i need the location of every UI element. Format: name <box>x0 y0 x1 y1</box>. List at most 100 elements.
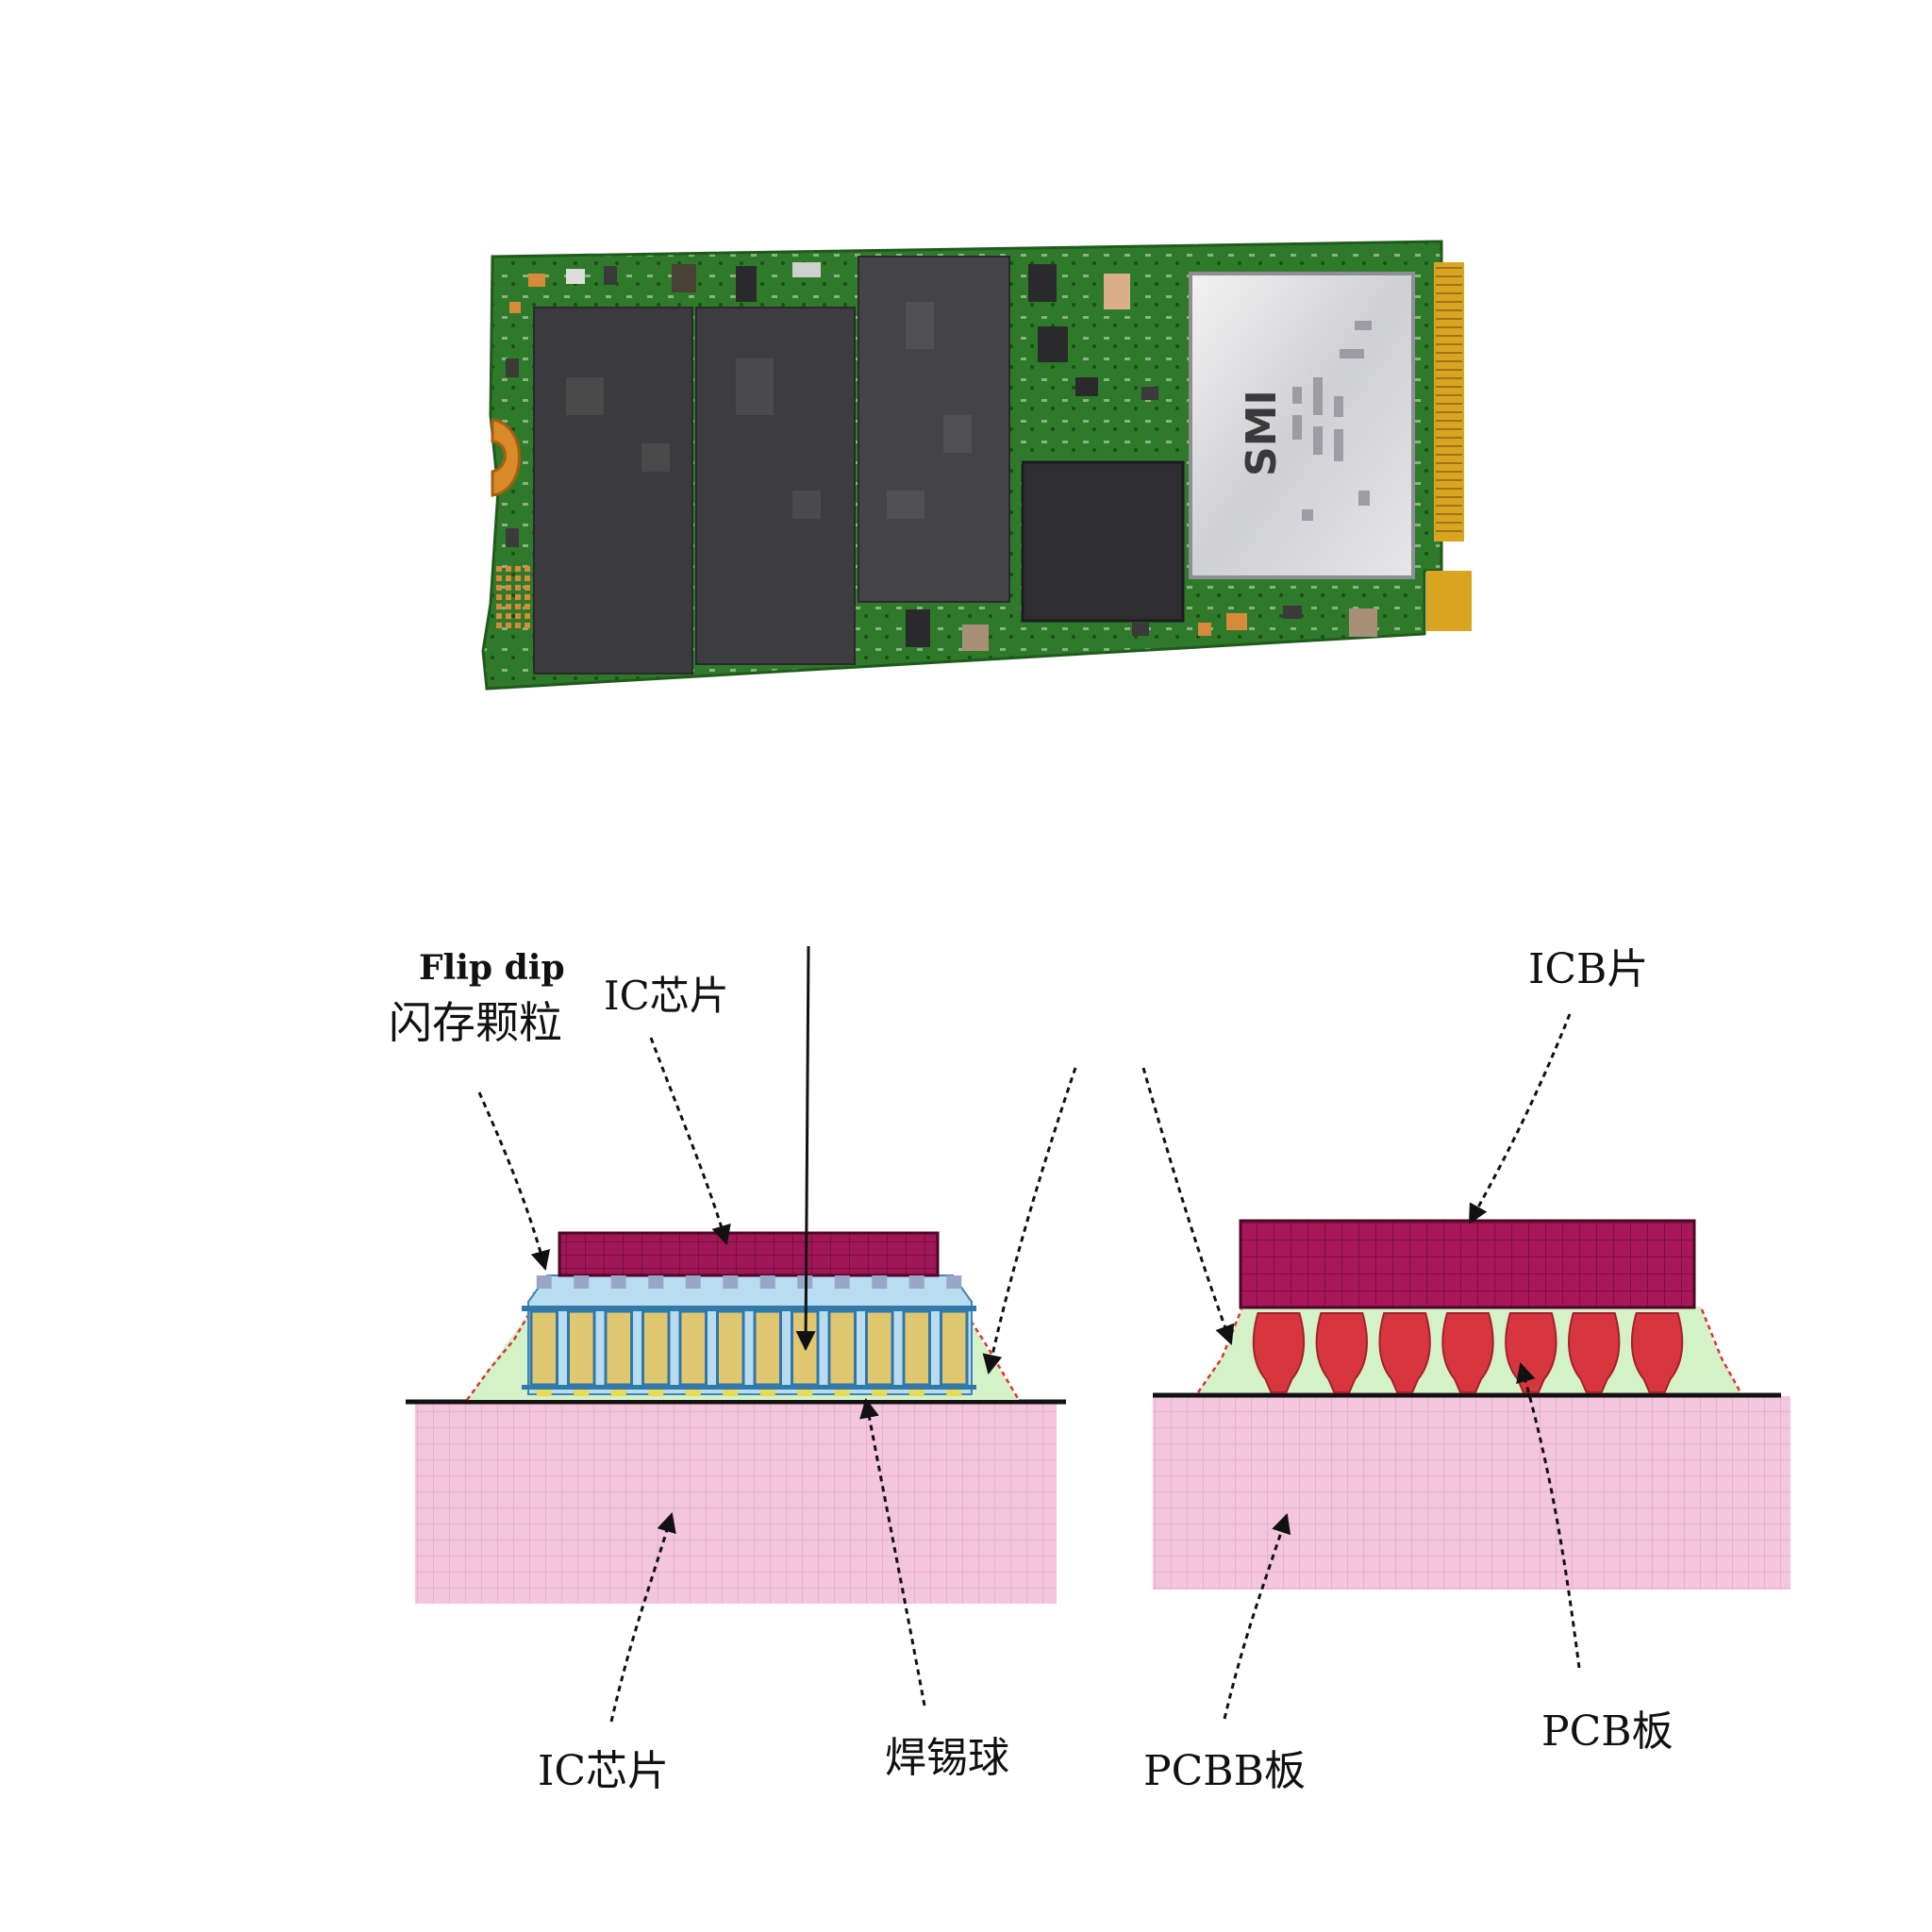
smd-component <box>906 609 930 647</box>
smd-component <box>1198 623 1211 636</box>
bump-foot <box>872 1387 888 1396</box>
smd-components <box>506 262 1377 651</box>
bump-foot <box>574 1387 590 1396</box>
bump-connector <box>574 1275 590 1289</box>
bump-foot <box>946 1387 962 1396</box>
gold-edge-connector <box>1426 262 1472 631</box>
pad <box>525 566 530 572</box>
bump-foot <box>536 1387 552 1396</box>
bump-connector <box>685 1275 701 1289</box>
pad <box>506 594 511 600</box>
pad <box>506 585 511 591</box>
smd-component <box>566 269 585 284</box>
smd-component <box>506 358 519 377</box>
solder-bump <box>1441 1312 1494 1393</box>
label-flash-granule: 闪存颗粒 <box>389 997 562 1048</box>
label-flip-chip: Flip dip <box>419 948 565 988</box>
solder-bump <box>1252 1312 1306 1393</box>
pad <box>496 575 502 581</box>
bump-foot <box>908 1387 924 1396</box>
pad <box>496 613 502 619</box>
pad <box>515 575 521 581</box>
right-substrate <box>1153 1396 1790 1590</box>
label-ic-chip-bottom: IC芯片 <box>538 1747 669 1795</box>
right-icb-die <box>1239 1219 1696 1309</box>
dram-chip <box>1021 460 1185 623</box>
bump-connector <box>723 1275 739 1289</box>
pad <box>515 613 521 619</box>
pad <box>506 623 511 628</box>
smd-component <box>1349 608 1377 637</box>
bump-connector <box>610 1275 626 1289</box>
nand-chip-3 <box>858 256 1010 603</box>
pad <box>496 604 502 609</box>
pad <box>525 604 530 609</box>
pad <box>496 623 502 628</box>
left-substrate <box>415 1403 1057 1604</box>
pad <box>506 613 511 619</box>
pad <box>496 566 502 572</box>
smd-component <box>1028 264 1057 302</box>
pad <box>525 585 530 591</box>
label-pcbb-board: PCBB板 <box>1143 1747 1306 1795</box>
bump-connector <box>648 1275 664 1289</box>
pad <box>515 623 521 628</box>
bump-column <box>753 1309 782 1387</box>
pad <box>506 566 511 572</box>
bump-column <box>827 1309 857 1387</box>
pad <box>506 575 511 581</box>
smd-component <box>792 262 821 277</box>
smd-component <box>509 302 521 313</box>
pad <box>506 604 511 609</box>
arrow-flash <box>477 1091 551 1272</box>
bump-column <box>529 1309 558 1387</box>
bump-column <box>567 1309 596 1387</box>
bump-connector <box>759 1275 775 1289</box>
pad <box>515 604 521 609</box>
arrow-center <box>795 945 816 1352</box>
controller-label: SMI <box>1238 390 1286 476</box>
bump-bottom-strip <box>522 1385 976 1390</box>
bump-column <box>641 1309 671 1387</box>
bump-column <box>678 1309 708 1387</box>
bump-top-strip <box>522 1306 976 1311</box>
smd-component <box>506 528 519 547</box>
bump-column <box>716 1309 745 1387</box>
screw-notch <box>491 418 521 497</box>
bump-connector <box>536 1275 552 1289</box>
nand-chip-1 <box>533 307 693 675</box>
arrow-pcbb <box>1223 1513 1291 1720</box>
arrow-right-fillet <box>982 1067 1077 1375</box>
solder-bump <box>1568 1312 1621 1393</box>
label-ic-chip-top: IC芯片 <box>604 973 729 1019</box>
pad <box>525 575 530 581</box>
bump-foot <box>834 1387 850 1396</box>
pad <box>515 566 521 572</box>
bump-column <box>865 1309 894 1387</box>
left-ic-die <box>558 1231 940 1277</box>
pad <box>525 623 530 628</box>
smd-component <box>736 266 757 302</box>
bump-column <box>940 1309 969 1387</box>
smd-component <box>1226 613 1247 630</box>
bump-connector <box>834 1275 850 1289</box>
right-flip-chip-diagram: ICB片 PCBB板 PCB板 <box>1141 945 1790 1795</box>
bump-foot <box>723 1387 739 1396</box>
pad <box>525 594 530 600</box>
label-icb-chip: ICB片 <box>1528 945 1648 993</box>
pad-grid <box>496 566 530 628</box>
ssd-photo: SMI <box>481 240 1472 691</box>
pad <box>496 585 502 591</box>
bump-foot <box>610 1387 626 1396</box>
left-flip-chip-diagram: Flip dip 闪存颗粒 IC芯片 IC芯片 焊锡球 <box>389 945 1077 1795</box>
arrow-ic-top <box>649 1037 731 1246</box>
smd-component <box>1038 326 1068 362</box>
bump-connector <box>908 1275 924 1289</box>
smd-component <box>604 266 617 285</box>
nand-chip-2 <box>695 307 856 665</box>
smd-component <box>1141 387 1158 400</box>
solder-bump <box>1315 1312 1368 1393</box>
arrow-left-fillet-r <box>1141 1067 1235 1345</box>
solder-bump <box>1378 1312 1431 1393</box>
